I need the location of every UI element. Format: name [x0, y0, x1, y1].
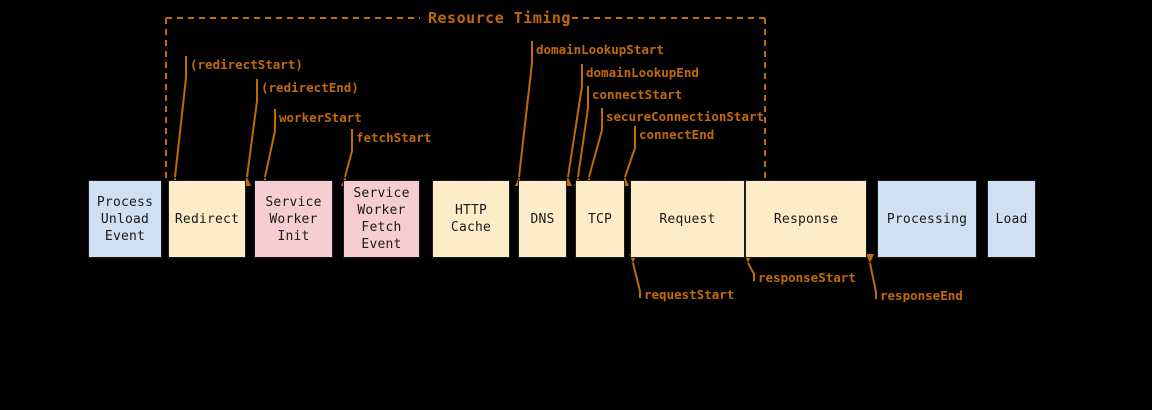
phase-box-service-worker-init: Service Worker Init — [254, 180, 333, 258]
marker-label-request-start: requestStart — [644, 287, 735, 302]
marker-label-fetch-start: fetchStart — [356, 130, 432, 145]
marker-label-domain-lookup-start: domainLookupStart — [536, 42, 664, 57]
phase-box-http-cache: HTTP Cache — [432, 180, 510, 258]
marker-label-redirect-start: (redirectStart) — [190, 57, 303, 72]
marker-label-worker-start: workerStart — [279, 110, 362, 125]
marker-label-domain-lookup-end: domainLookupEnd — [586, 65, 699, 80]
marker-label-response-end: responseEnd — [880, 288, 963, 303]
marker-label-redirect-end: (redirectEnd) — [261, 80, 359, 95]
marker-label-connect-end: connectEnd — [639, 127, 715, 142]
phase-box-tcp: TCP — [575, 180, 625, 258]
phase-box-processing: Processing — [877, 180, 977, 258]
phase-box-response: Response — [745, 180, 867, 258]
marker-label-response-start: responseStart — [758, 270, 856, 285]
phase-box-dns: DNS — [518, 180, 567, 258]
phase-box-redirect: Redirect — [168, 180, 246, 258]
phase-box-process-unload-event: Process Unload Event — [88, 180, 162, 258]
phase-box-service-worker-fetch-event: Service Worker Fetch Event — [343, 180, 420, 258]
phase-box-load: Load — [987, 180, 1036, 258]
resource-timing-title: Resource Timing — [428, 9, 571, 27]
marker-label-connect-start: connectStart — [592, 87, 683, 102]
phase-box-request: Request — [630, 180, 745, 258]
marker-label-secure-connection-start: secureConnectionStart — [606, 109, 765, 124]
